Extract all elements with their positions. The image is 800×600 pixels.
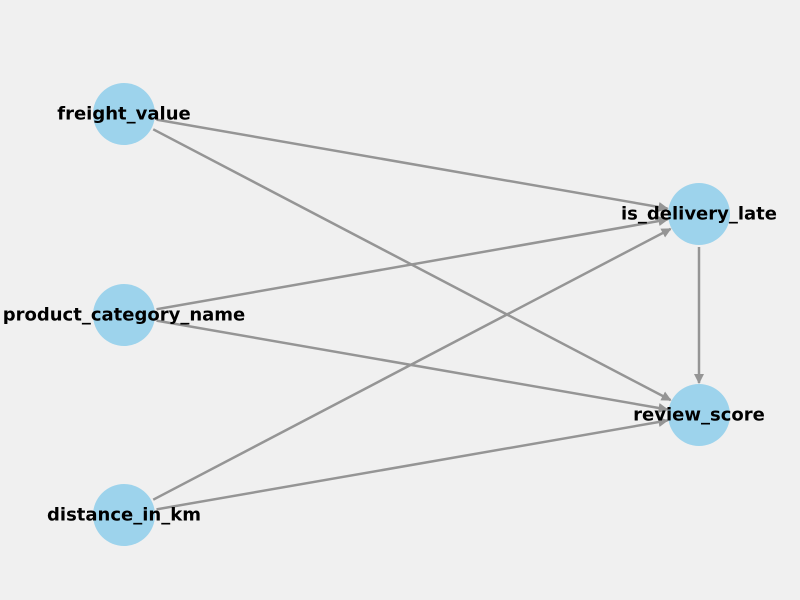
edge-distance_in_km-to-is_delivery_late	[152, 227, 672, 501]
edge-product_category_name-to-is_delivery_late	[156, 216, 669, 311]
labels-layer: freight_value product_category_namedistan…	[3, 104, 777, 526]
node-label-is_delivery_late: is_delivery_late	[621, 204, 777, 225]
node-freight_value	[93, 83, 155, 145]
node-review_score	[668, 384, 730, 446]
node-label-review_score: review_score	[633, 405, 765, 426]
node-distance_in_km	[93, 484, 155, 546]
node-label-product_category_name: product_category_name	[3, 305, 246, 326]
nodes-layer	[93, 83, 730, 546]
edges-layer	[152, 118, 704, 511]
node-is_delivery_late	[668, 183, 730, 245]
node-label-freight_value: freight_value	[57, 104, 190, 125]
node-product_category_name	[93, 284, 155, 346]
node-label-distance_in_km: distance_in_km	[47, 505, 201, 526]
edge-distance_in_km-to-review_score	[156, 417, 669, 511]
edge-freight_value-to-is_delivery_late	[156, 118, 669, 212]
